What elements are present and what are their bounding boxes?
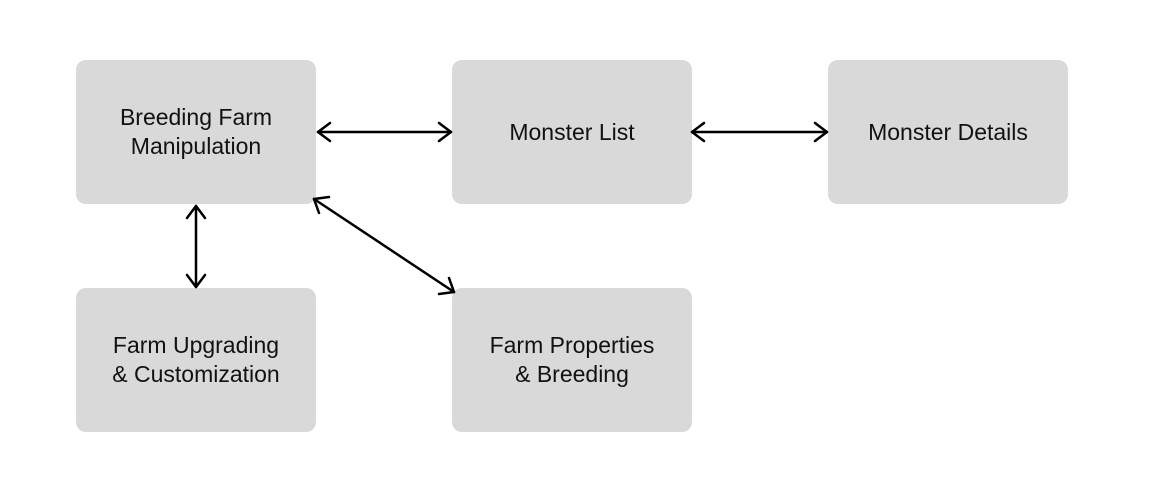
node-label: Farm Upgrading & Customization [112,332,280,387]
node-label: Farm Properties & Breeding [489,332,655,387]
node-monster-details: Monster Details [828,60,1068,204]
node-farm-properties-breeding: Farm Properties & Breeding [452,288,692,432]
node-label: Breeding Farm Manipulation [119,104,273,159]
node-label: Monster List [509,118,635,145]
edge-monster-list-monster-details [690,121,829,143]
edge-breeding-farm-monster-list [316,121,453,143]
node-monster-list: Monster List [452,60,692,204]
node-farm-upgrading-customization: Farm Upgrading & Customization [76,288,316,432]
node-breeding-farm-manipulation: Breeding Farm Manipulation [76,60,316,204]
edge-breeding-farm-farm-upgrading [185,204,207,289]
node-label: Monster Details [868,118,1028,145]
edge-breeding-farm-farm-properties [312,195,456,296]
